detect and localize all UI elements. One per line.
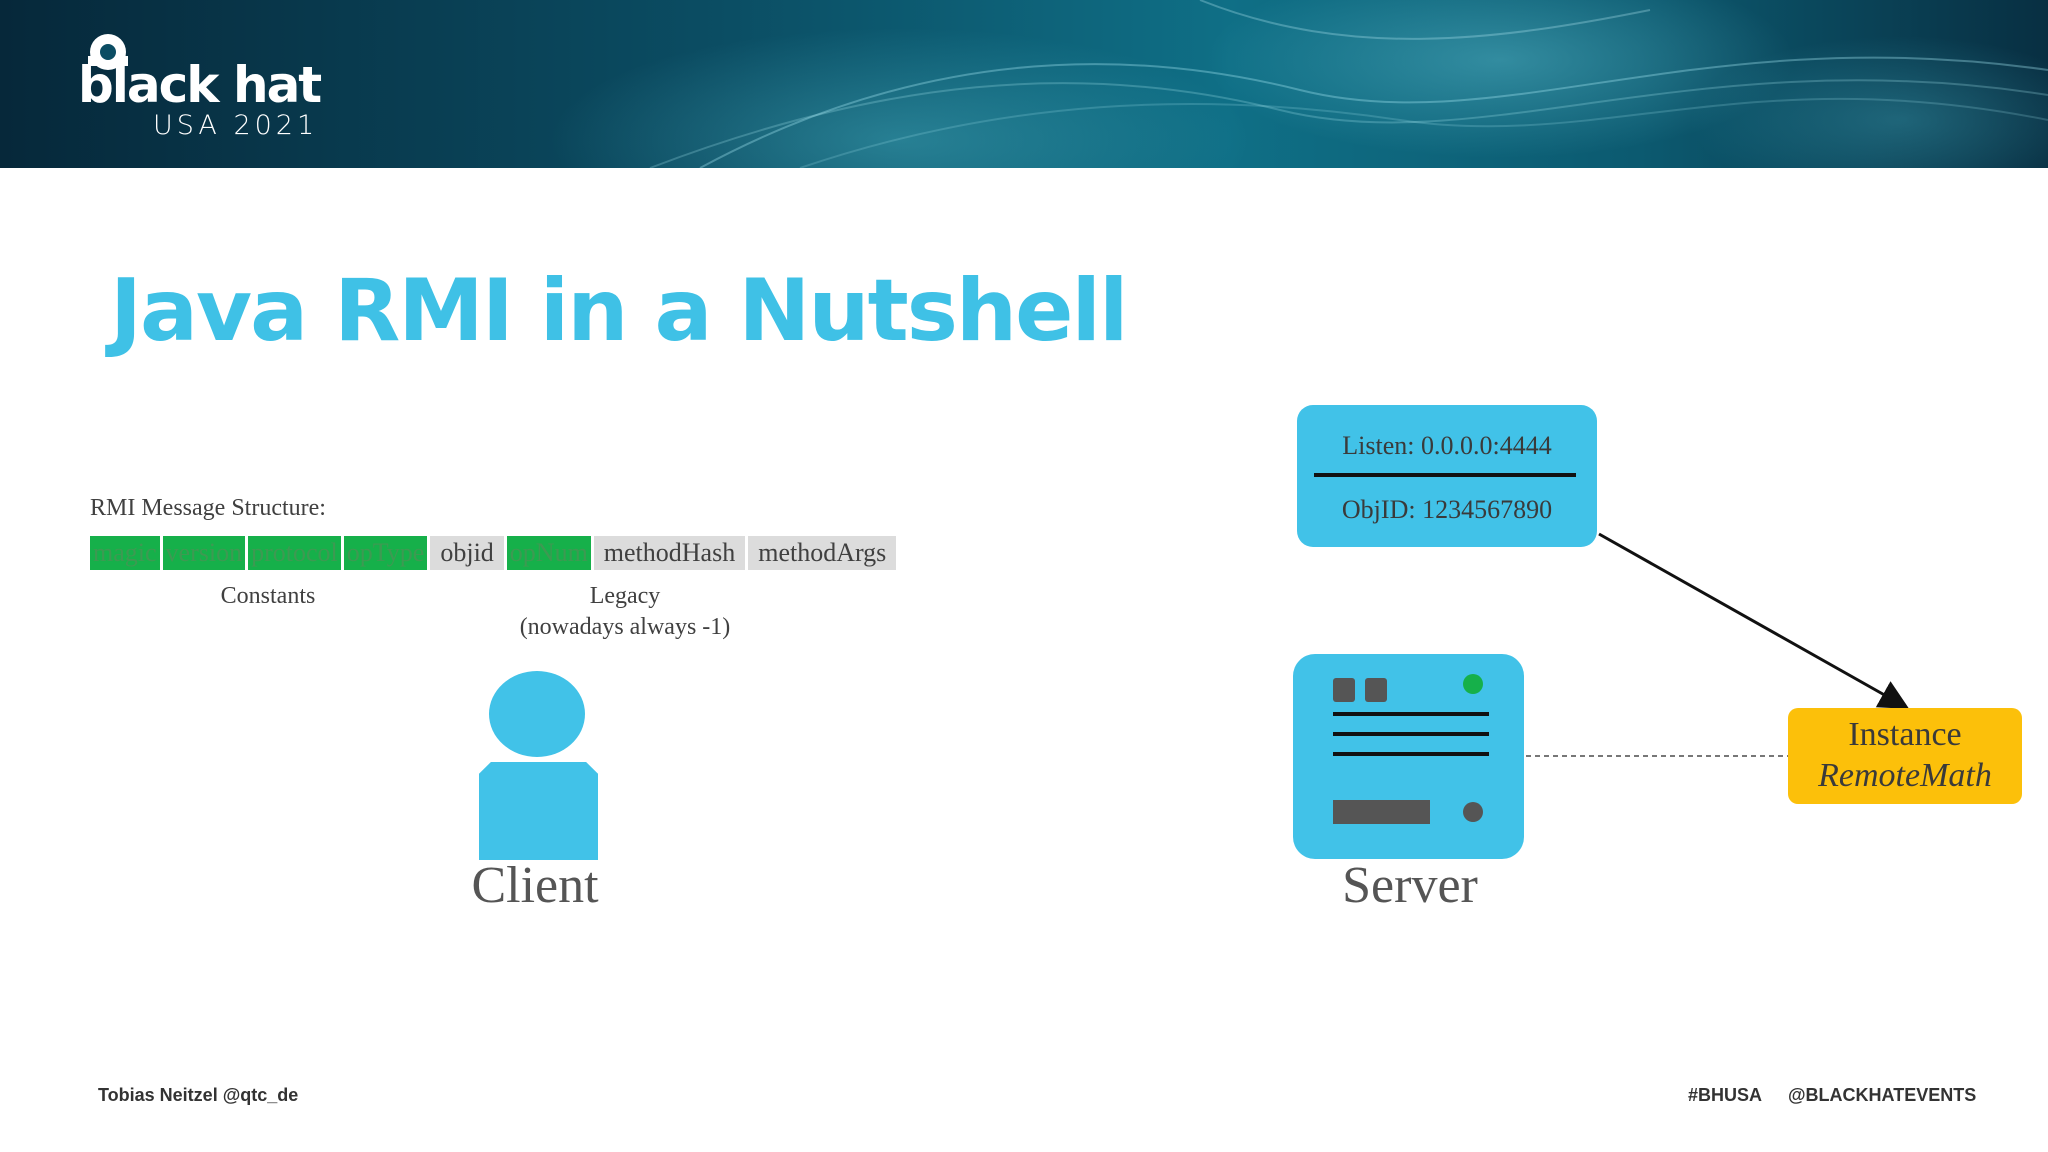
footer-hashtag: #BHUSA (1688, 1085, 1763, 1105)
logo-event: USA 2021 (153, 110, 319, 141)
client-label: Client (471, 857, 599, 914)
listen-address: Listen: 0.0.0.0:4444 (1342, 431, 1552, 460)
objid-arrow (1598, 532, 1910, 709)
instance-box: Instance RemoteMath (1788, 708, 2022, 804)
server-icon-graphic (1333, 674, 1489, 824)
field-methodhash: methodHash (593, 536, 746, 570)
instance-label: Instance (1848, 716, 1962, 753)
field-opnum: opNum (506, 536, 591, 570)
rmi-field-bar: magic version protocol opType objid opNu… (90, 536, 899, 570)
footer-author: Tobias Neitzel @qtc_de (98, 1085, 299, 1105)
constants-caption: Constants (220, 583, 316, 609)
listen-info-box: Listen: 0.0.0.0:4444 ObjID: 1234567890 (1297, 405, 1597, 547)
client-person-icon-head (489, 671, 585, 757)
objid-value: ObjID: 1234567890 (1341, 495, 1553, 524)
logo-wordmark: black hat (78, 56, 322, 114)
legacy-caption-line1: Legacy (589, 583, 661, 609)
field-version: version (162, 536, 246, 570)
legacy-caption: Legacy (nowadays always -1) (480, 581, 770, 643)
client-person-icon-body (479, 762, 598, 860)
instance-class-name: RemoteMath (1818, 757, 1992, 794)
footer-handle: @BLACKHATEVENTS (1788, 1085, 1977, 1105)
field-protocol: protocol (248, 536, 341, 570)
blackhat-logo: black hat USA 2021 (78, 30, 348, 140)
hat-icon (88, 34, 128, 70)
header-banner: black hat USA 2021 (0, 0, 2048, 168)
listen-divider (1314, 473, 1576, 477)
field-optype: opType (343, 536, 428, 570)
slide-title: Java RMI in a Nutshell (110, 261, 1128, 361)
field-methodargs: methodArgs (748, 536, 897, 570)
banner-wave-graphic (649, 0, 2048, 168)
legacy-caption-line2: (nowadays always -1) (519, 614, 731, 640)
field-magic: magic (90, 536, 160, 570)
server-label: Server (1342, 857, 1478, 914)
rmi-structure-label: RMI Message Structure: (90, 495, 326, 521)
server-icon (1293, 654, 1524, 859)
field-objid: objid (430, 536, 504, 570)
